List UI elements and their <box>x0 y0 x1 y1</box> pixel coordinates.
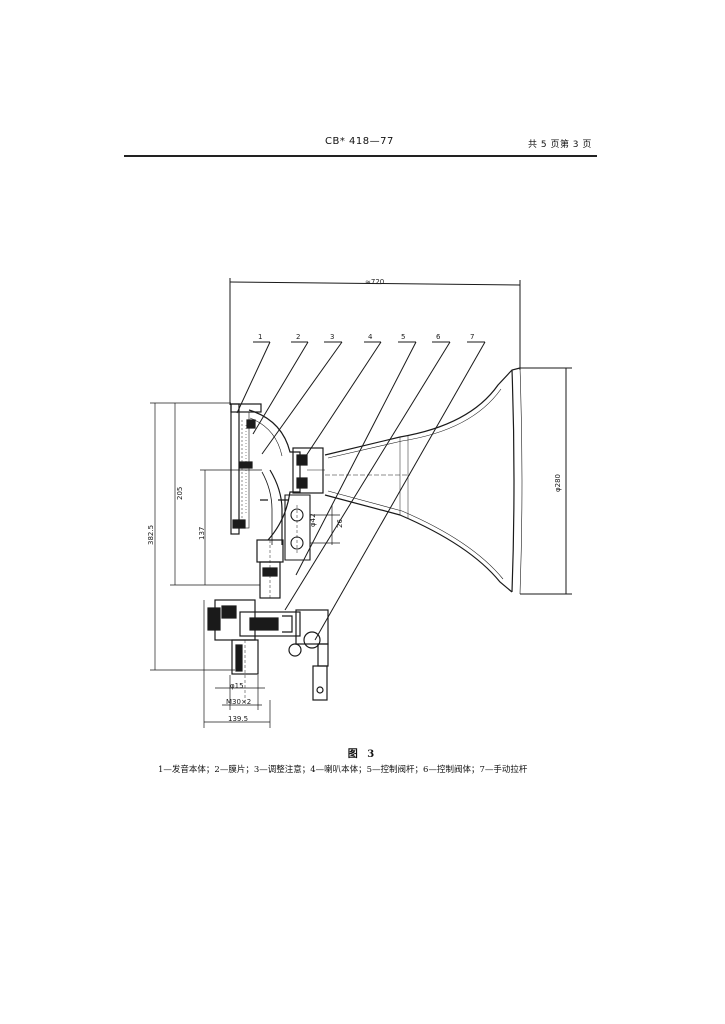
height-low-label: 137 <box>198 527 206 540</box>
part-leaders <box>236 341 486 641</box>
part-number-2: 2 <box>296 333 300 341</box>
page-info: 共 5 页第 3 页 <box>528 140 592 150</box>
part-number-7: 7 <box>470 333 474 341</box>
bell-diameter-dimension: φ280 <box>520 367 572 595</box>
standard-number: CB* 418—77 <box>325 136 394 147</box>
height-mid-label: 205 <box>176 487 184 500</box>
mounting-bracket <box>284 494 311 561</box>
figure-caption: 1—发音本体；2—膜片；3—调整注意；4—喇叭本体；5—控制阀杆；6—控制阀体；… <box>158 765 528 775</box>
header-rule <box>124 155 597 157</box>
horn-throat <box>260 447 325 545</box>
height-dimensions: 382.5 205 137 <box>147 402 262 671</box>
part-number-1: 1 <box>258 333 262 341</box>
valve-pipe <box>256 539 284 600</box>
overall-length-label: ≈720 <box>365 278 384 286</box>
horn-bell <box>324 367 523 595</box>
part-number-4: 4 <box>368 333 373 341</box>
part-number-5: 5 <box>401 333 405 341</box>
throat-dimensions: φ42 26 <box>309 505 344 545</box>
part-number-6: 6 <box>436 333 441 341</box>
overall-length-dimension: ≈720 <box>229 278 521 405</box>
part-number-3: 3 <box>330 333 334 341</box>
pipe-diameter-label: φ15 <box>230 682 244 690</box>
throat-diameter-label: φ42 <box>309 513 317 527</box>
bell-diameter-label: φ280 <box>554 474 562 492</box>
bottom-dimensions: φ15 M30×2 139.5 <box>203 600 271 728</box>
valve-outlet <box>231 639 259 705</box>
part-number-labels: 1 2 3 4 5 6 7 <box>258 333 474 341</box>
figure-title: 图 3 <box>347 749 378 760</box>
height-total-label: 382.5 <box>147 525 155 545</box>
offset-label: 26 <box>336 519 344 528</box>
base-length-label: 139.5 <box>228 715 248 723</box>
sound-body <box>230 403 301 541</box>
thread-label: M30×2 <box>226 698 251 706</box>
control-valve-body <box>207 599 329 701</box>
